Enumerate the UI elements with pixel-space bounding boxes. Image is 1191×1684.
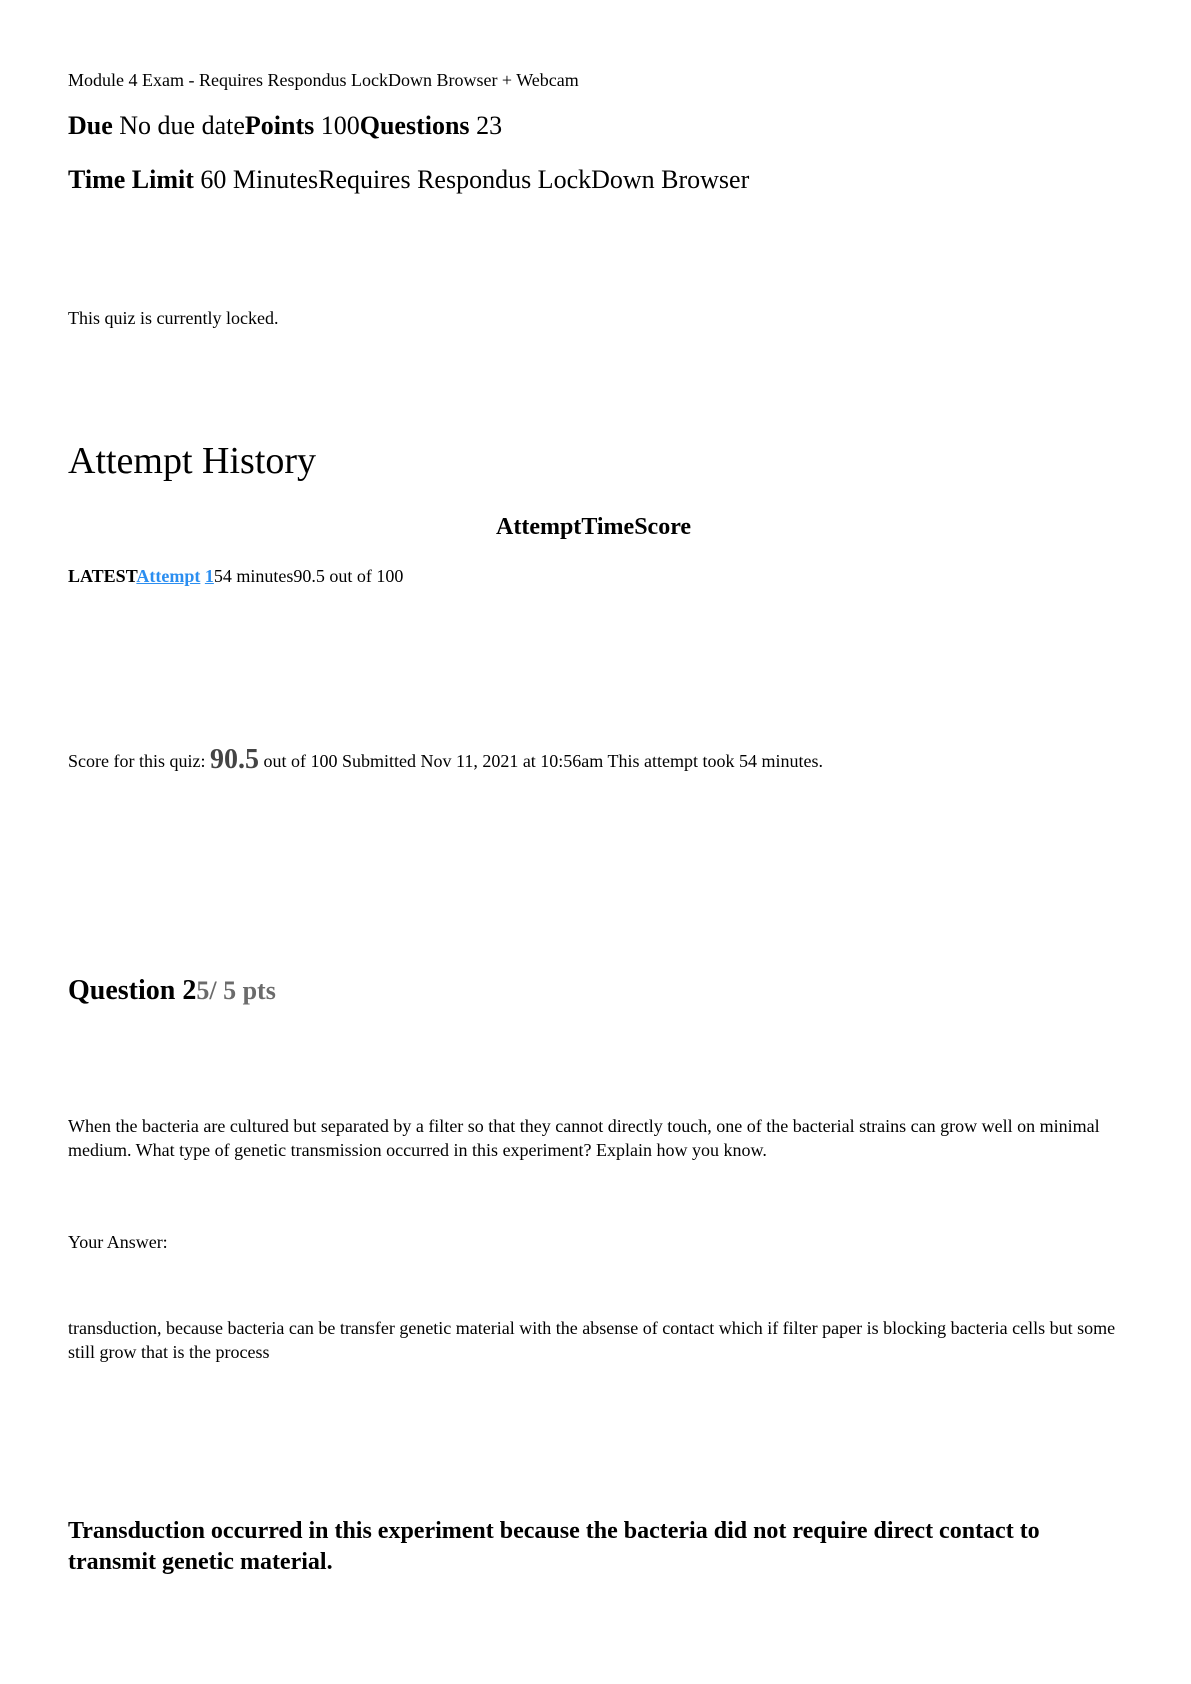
points-label: Points [244, 111, 315, 140]
submitted-timestamp: Submitted Nov 11, 2021 at 10:56am [341, 751, 608, 771]
question-text: When the bacteria are cultured but separ… [68, 1116, 1100, 1160]
quiz-title: Module 4 Exam - Requires Respondus LockD… [68, 70, 579, 90]
column-header-score: Score [634, 514, 692, 540]
quiz-meta-due-points-questions: Due No due datePoints 100Questions 23 [68, 110, 502, 142]
correct-answer-text: Transduction occurred in this experiment… [68, 1518, 1040, 1575]
attempt-duration: This attempt took 54 minutes. [607, 751, 823, 771]
quiz-meta-time-limit: Time Limit 60 MinutesRequires Respondus … [68, 164, 749, 196]
due-label: Due [68, 111, 113, 140]
score-value: 90.5 [209, 744, 259, 775]
time-limit-value: 60 Minutes [193, 165, 319, 194]
attempt-link-word: Attempt [136, 566, 201, 586]
table-row: LATESTAttempt 154 minutes90.5 out of 100 [68, 564, 403, 588]
question-header: Question 25/ 5 pts [68, 974, 276, 1008]
column-header-time: Time [581, 514, 635, 540]
attempt-time: 54 minutes [213, 566, 294, 586]
your-answer-label: Your Answer: [68, 1232, 168, 1252]
questions-value: 23 [469, 111, 503, 140]
due-value: No due date [112, 111, 245, 140]
points-value: 100 [314, 111, 360, 140]
attempt-history-heading: Attempt History [68, 440, 317, 482]
questions-label: Questions [359, 111, 470, 140]
attempt-1-number-link[interactable]: 1 [204, 566, 214, 586]
your-answer-text: transduction, because bacteria can be tr… [68, 1318, 1116, 1362]
attempt-1-link[interactable]: Attempt [136, 566, 200, 586]
latest-badge: LATEST [68, 566, 137, 586]
score-out-of: out of 100 [258, 751, 342, 771]
question-points: 5/ 5 pts [196, 976, 276, 1005]
score-label: Score for this quiz: [68, 751, 210, 771]
locked-message: This quiz is currently locked. [68, 308, 279, 328]
time-limit-label: Time Limit [68, 165, 194, 194]
score-summary: Score for this quiz: 90.5 out of 100 Sub… [68, 740, 823, 781]
attempt-history-table-header: AttemptTimeScore [496, 512, 691, 542]
attempt-score: 90.5 out of 100 [293, 566, 404, 586]
column-header-attempt: Attempt [496, 514, 582, 540]
question-title: Question 2 [68, 975, 197, 1006]
lockdown-requirement: Requires Respondus LockDown Browser [318, 165, 750, 194]
